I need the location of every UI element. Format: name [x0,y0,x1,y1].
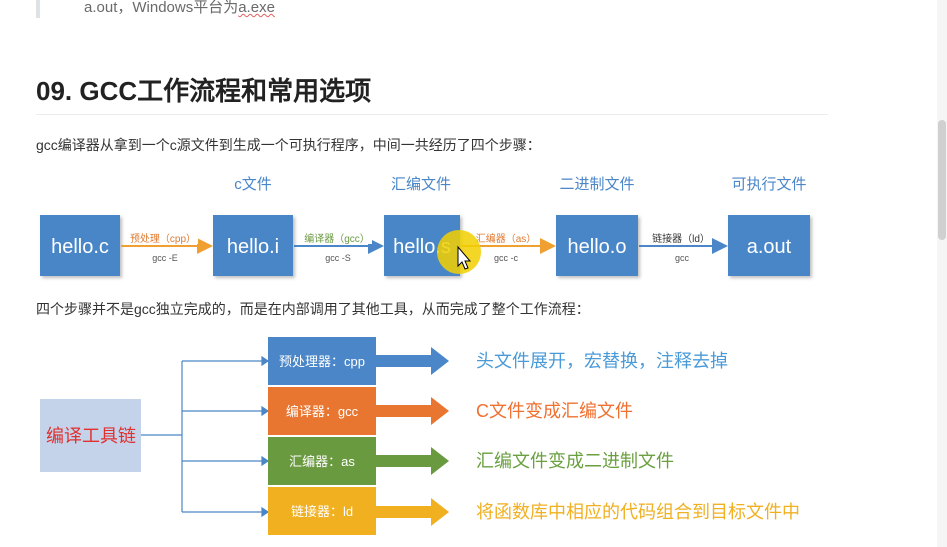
mouse-pointer-icon [457,245,472,270]
tool-box-as [268,437,376,485]
box-hello-s [384,215,460,276]
toolchain-root-box [40,399,141,472]
box-hello-o-label: hello.o [568,236,627,258]
tool-desc-ld: 将函数库中相应的代码组合到目标文件中 [476,502,800,522]
tool-box-cpp [268,337,376,385]
stage-title-c: c文件 [234,176,272,193]
arrow-link-tool: 链接器（ld） [652,232,710,245]
blockquote-bar [36,0,40,18]
box-hello-o [556,215,638,276]
scrollbar-thumb[interactable] [938,120,946,240]
tool-desc-as: 汇编文件变成二进制文件 [476,451,674,471]
tool-label-gcc: 编译器：gcc [286,404,359,419]
scrollbar-track[interactable] [937,0,947,547]
tool-label-ld: 链接器：ld [291,504,353,519]
big-arrow-cpp [376,347,449,375]
intro-paragraph: gcc编译器从拿到一个c源文件到生成一个可执行程序，中间一共经历了四个步骤： [36,137,541,153]
arrow-preprocess-tool: 预处理（cpp） [130,233,196,245]
big-arrow-as [376,447,449,475]
box-hello-i-label: hello.i [227,236,279,258]
stage-title-exe: 可执行文件 [731,176,806,193]
big-arrow-gcc [376,397,449,425]
cursor-highlight [437,230,481,274]
arrow-link-opt: gcc [675,253,690,263]
stage-title-asm: 汇编文件 [391,176,451,193]
section-heading: 09. GCC工作流程和常用选项 [36,76,372,106]
box-a-out-label: a.out [747,236,792,258]
toolchain-connectors [141,355,270,518]
tool-desc-gcc: C文件变成汇编文件 [476,401,633,421]
tool-box-ld [268,487,376,535]
box-hello-c [40,215,120,276]
arrow-assemble-opt: gcc -c [494,253,519,263]
arrow-assemble-tool: 汇编器（as） [476,232,537,245]
arrow-compile-opt: gcc -S [325,253,351,263]
tool-label-cpp: 预处理器：cpp [279,354,365,369]
box-hello-c-label: hello.c [51,236,109,258]
box-hello-s-label: hello.s [393,236,451,258]
blockquote-text: a.out，Windows平台为a.exe [84,0,275,16]
stage-title-bin: 二进制文件 [559,176,634,193]
tool-label-as: 汇编器：as [289,454,355,469]
box-a-out [728,215,810,276]
toolchain-paragraph: 四个步骤并不是gcc独立完成的，而是在内部调用了其他工具，从而完成了整个工作流程… [36,301,590,317]
toolchain-root-label: 编译工具链 [46,426,136,446]
arrow-preprocess-opt: gcc -E [152,253,178,263]
tool-desc-cpp: 头文件展开，宏替换，注释去掉 [476,351,728,371]
tool-box-gcc [268,387,376,435]
arrow-compile-tool: 编译器（gcc） [304,232,370,245]
box-hello-i [213,215,293,276]
big-arrow-ld [376,498,449,526]
heading-divider [36,114,828,115]
blockquote-exe-text: a.exe [238,0,275,16]
